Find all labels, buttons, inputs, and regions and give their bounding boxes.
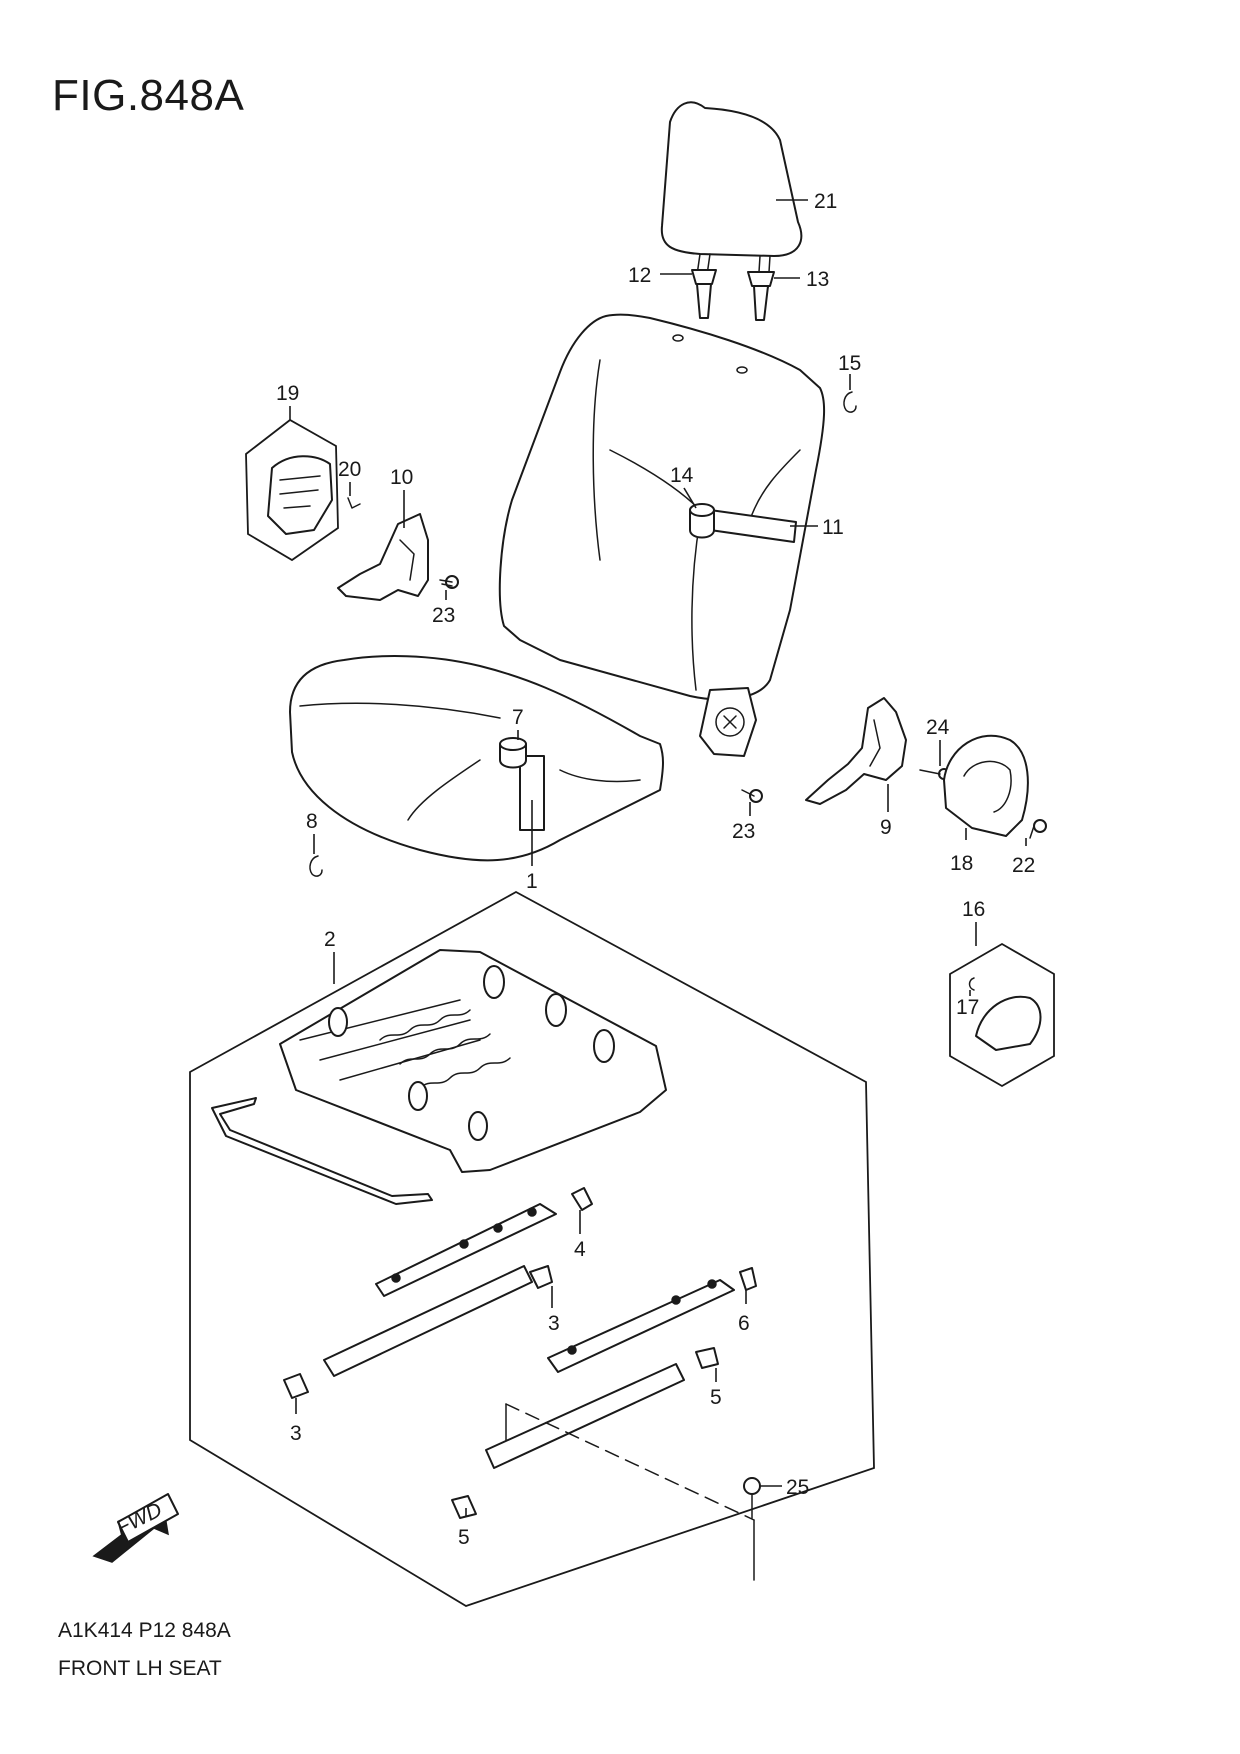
seat-cushion <box>289 655 664 862</box>
screw-22 <box>1029 819 1047 839</box>
callout-17: 17 <box>956 996 979 1019</box>
hex-box-19 <box>245 418 361 562</box>
callout-21: 21 <box>814 190 837 213</box>
clip-3-upper <box>529 1265 553 1289</box>
callout-19: 19 <box>276 382 299 405</box>
callout-7: 7 <box>512 706 524 729</box>
clip-4 <box>571 1187 593 1211</box>
callout-23-left: 23 <box>432 604 455 627</box>
callout-20: 20 <box>338 458 361 481</box>
rail-lower-right <box>485 1363 685 1469</box>
callout-6: 6 <box>738 1312 750 1335</box>
callout-5-upper: 5 <box>710 1386 722 1409</box>
install-line <box>505 1403 755 1521</box>
rail-upper-right <box>547 1279 735 1373</box>
callout-24: 24 <box>926 716 950 739</box>
callout-5-lower: 5 <box>458 1526 470 1549</box>
callout-group: 21 12 13 15 19 20 10 14 11 23 7 8 <box>276 190 1035 1549</box>
clip-5-upper <box>695 1347 719 1369</box>
clip-15 <box>843 391 857 413</box>
callout-3-upper: 3 <box>548 1312 560 1335</box>
clip-5-lower <box>451 1495 477 1519</box>
rail-upper-left <box>375 1203 557 1297</box>
recliner-cover-outer <box>805 697 907 805</box>
clip-6 <box>739 1267 757 1291</box>
callout-14: 14 <box>670 464 694 487</box>
headrest-guide-left <box>691 269 717 319</box>
callout-3-lower: 3 <box>290 1422 302 1445</box>
callout-23-right: 23 <box>732 820 755 843</box>
rail-lower-left <box>323 1265 533 1377</box>
callout-16: 16 <box>962 898 985 921</box>
figure-title: FIG.848A <box>52 71 245 120</box>
callout-1: 1 <box>526 870 538 893</box>
callout-11: 11 <box>822 516 844 539</box>
callout-25: 25 <box>786 1476 809 1499</box>
callout-2: 2 <box>324 928 336 951</box>
callout-15: 15 <box>838 352 861 375</box>
callout-9: 9 <box>880 816 892 839</box>
headrest-guide-right <box>747 271 775 321</box>
callout-12: 12 <box>628 264 651 287</box>
clip-8 <box>309 855 323 877</box>
clip-3-lower <box>283 1373 309 1399</box>
screw-23-left <box>439 575 459 589</box>
callout-4: 4 <box>574 1238 586 1261</box>
headrest <box>660 101 803 289</box>
frame-assembly-box <box>189 890 875 1607</box>
hex-box-16 <box>949 942 1055 1088</box>
callout-22: 22 <box>1012 854 1035 877</box>
callout-18: 18 <box>950 852 973 875</box>
callout-13: 13 <box>806 268 829 291</box>
callout-8: 8 <box>306 810 318 833</box>
screw-23-right <box>741 789 763 803</box>
figure-code: A1K414 P12 848A <box>58 1619 231 1642</box>
figure-name: FRONT LH SEAT <box>58 1657 222 1680</box>
recliner-cover-inner <box>337 513 429 601</box>
seat-frame <box>279 949 667 1173</box>
seat-back <box>498 313 826 757</box>
frame-wire <box>211 1097 433 1205</box>
callout-10: 10 <box>390 466 413 489</box>
side-cover-18 <box>943 734 1029 837</box>
fwd-arrow: FWD <box>92 1493 179 1563</box>
